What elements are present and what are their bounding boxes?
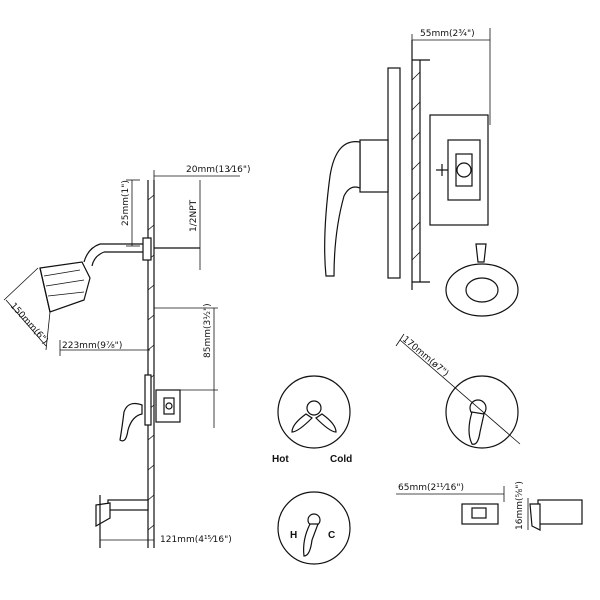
shower-head-front <box>445 243 519 317</box>
spout-reach-right-label: 65mm(2¹¹⁄16") <box>398 483 464 493</box>
shower-arm <box>83 237 200 267</box>
hot-label: Hot <box>272 454 289 465</box>
tub-spout-side <box>95 495 149 548</box>
plate-diameter-label: 170mm(ø7") <box>400 335 450 379</box>
shower-head-side <box>39 261 91 313</box>
arm-drop-label: 25mm(1") <box>121 180 131 226</box>
wall-offset-label: 20mm(13⁄16") <box>186 165 251 175</box>
valve-height-label: 85mm(3½") <box>203 303 213 358</box>
head-diameter-label: 150mm(6") <box>8 301 50 346</box>
h-c-plate <box>277 491 351 565</box>
tub-spout-side-right <box>529 499 583 531</box>
spout-reach-left-label: 121mm(4¹⁵⁄16") <box>160 535 232 545</box>
valve-body-side <box>119 374 181 442</box>
hot-cold-plate <box>277 375 351 449</box>
depth-label: 55mm(2¾") <box>420 29 475 39</box>
c-label: C <box>328 530 335 541</box>
thread-label: 1/2NPT <box>189 199 199 232</box>
arm-reach-label: 223mm(9⅞") <box>62 341 122 351</box>
h-label: H <box>290 530 297 541</box>
left-wall <box>147 180 155 548</box>
valve-side-view <box>324 40 489 290</box>
cold-label: Cold <box>330 454 352 465</box>
tub-spout-front <box>461 503 499 525</box>
spout-height-label: 16mm(⅝") <box>515 481 525 530</box>
trim-plate-front <box>445 375 519 449</box>
